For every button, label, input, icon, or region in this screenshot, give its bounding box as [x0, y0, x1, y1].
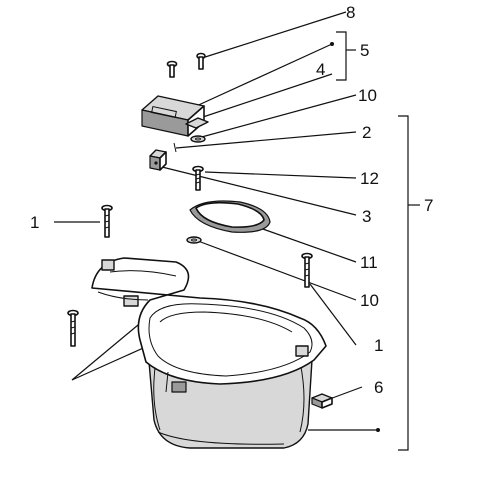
callout-labels: 8 5 4 10 2 12 3 7 1 11 10 1 6 — [30, 3, 433, 397]
bracket-5 — [336, 31, 356, 81]
leader-dots — [330, 42, 380, 432]
plate-4 — [185, 117, 209, 129]
callout-7: 7 — [424, 196, 433, 215]
callout-3: 3 — [362, 207, 371, 226]
callout-8: 8 — [346, 3, 355, 22]
latch-block-5 — [141, 95, 205, 137]
screw-1-left — [101, 204, 113, 238]
screw-12 — [192, 165, 204, 191]
leader-lines — [54, 11, 378, 431]
clip-6 — [311, 393, 333, 409]
cube-3 — [149, 149, 167, 171]
callout-6: 6 — [374, 378, 383, 397]
callout-10-top: 10 — [358, 86, 377, 105]
pin-2 — [173, 142, 177, 153]
callout-5: 5 — [360, 41, 369, 60]
callout-1-left: 1 — [30, 213, 39, 232]
screw-lower-left — [67, 309, 79, 347]
screw-8 — [196, 52, 206, 70]
washer-10-bottom — [186, 236, 202, 244]
bracket-7 — [398, 115, 420, 451]
cover-11 — [189, 200, 271, 233]
callout-11: 11 — [360, 253, 378, 272]
callout-1-right: 1 — [374, 336, 383, 355]
screw-latch-left — [166, 60, 178, 78]
callout-10-bottom: 10 — [360, 291, 379, 310]
washer-10-top — [190, 135, 206, 143]
callout-2: 2 — [362, 123, 371, 142]
callout-12: 12 — [360, 169, 379, 188]
screw-1-right — [301, 252, 313, 288]
callout-4: 4 — [316, 60, 325, 79]
storage-tub-7 — [91, 257, 327, 449]
